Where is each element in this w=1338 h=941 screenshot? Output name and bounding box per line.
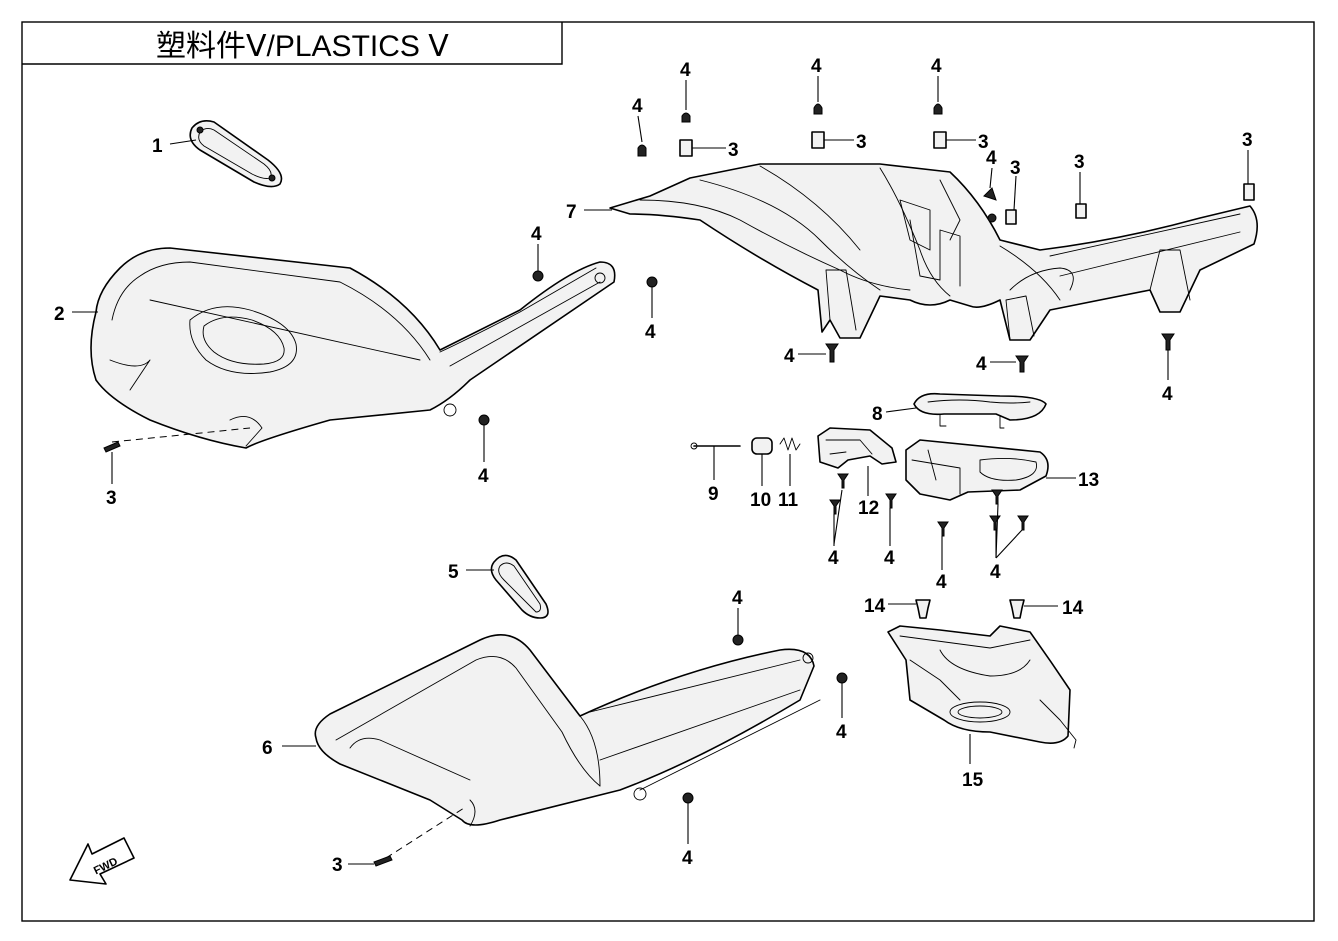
callout-4: 4 — [990, 562, 1001, 583]
callout-5: 5 — [448, 562, 459, 583]
part-5-trim — [490, 554, 549, 619]
part-10-sleeve — [751, 437, 773, 455]
fwd-arrow-icon: FWD — [69, 837, 135, 885]
callout-4: 4 — [936, 572, 947, 593]
callout-4: 4 — [976, 354, 987, 375]
callout-3: 3 — [978, 132, 989, 153]
screw-4-r2 — [1017, 515, 1029, 531]
screw-4-n — [1161, 333, 1175, 351]
callout-4: 4 — [680, 60, 691, 81]
fwd-label: FWD — [92, 856, 120, 878]
screw-3-lower — [373, 855, 393, 867]
callout-4: 4 — [784, 346, 795, 367]
part-15-lower-tray — [887, 625, 1077, 749]
clip-3-a — [679, 139, 693, 157]
callout-13: 13 — [1078, 470, 1099, 491]
callout-4: 4 — [828, 548, 839, 569]
callout-3: 3 — [332, 855, 343, 876]
callout-4: 4 — [1162, 384, 1173, 405]
callout-4: 4 — [632, 96, 643, 117]
callout-4: 4 — [931, 56, 942, 77]
callout-14: 14 — [864, 596, 886, 617]
callout-15: 15 — [962, 770, 984, 791]
screw-4-p — [885, 493, 897, 509]
part-8-bracket — [913, 392, 1047, 429]
title-box — [22, 22, 563, 65]
callout-9: 9 — [708, 484, 719, 505]
nut-4-k — [983, 187, 997, 201]
callout-3: 3 — [1074, 152, 1085, 173]
nut-4-h — [637, 144, 647, 157]
callout-2: 2 — [54, 304, 65, 325]
callout-4: 4 — [682, 848, 693, 869]
part-7-upper-panel — [609, 163, 1258, 341]
part-11-spring — [779, 437, 801, 451]
callout-4: 4 — [732, 588, 743, 609]
nut-4-f — [682, 792, 694, 804]
clip-3-e — [1075, 203, 1087, 219]
callout-3: 3 — [856, 132, 867, 153]
clip-3-c — [933, 131, 947, 149]
screw-4-o2 — [837, 473, 849, 489]
screw-4-q — [937, 521, 949, 537]
callout-11: 11 — [778, 490, 799, 511]
page-title: 塑料件Ⅴ/PLASTICS Ⅴ — [156, 30, 449, 63]
nut-4-b — [646, 276, 658, 288]
clip-3-f — [1243, 183, 1255, 201]
part-1-window-trim — [189, 120, 283, 188]
callout-4: 4 — [531, 224, 542, 245]
nut-4-d — [732, 634, 744, 646]
callout-4: 4 — [836, 722, 847, 743]
screw-4-r3 — [991, 489, 1003, 505]
clip-3-d — [1005, 209, 1017, 225]
nut-4-i — [813, 103, 823, 115]
callout-4: 4 — [884, 548, 895, 569]
screw-14-a — [915, 599, 931, 619]
screw-4-l — [825, 343, 839, 363]
part-13-fuel-cap-housing — [905, 439, 1049, 501]
part-12-lock-body — [817, 427, 897, 469]
drawing-frame — [21, 21, 1315, 922]
callout-6: 6 — [262, 738, 273, 759]
callout-8: 8 — [872, 404, 883, 425]
callout-3: 3 — [1242, 130, 1253, 151]
nut-4-a — [532, 270, 544, 282]
callout-7: 7 — [566, 202, 577, 223]
nut-4-g — [681, 112, 691, 123]
nut-4-j — [933, 103, 943, 115]
screw-4-r1 — [989, 515, 1001, 531]
callout-3: 3 — [106, 488, 117, 509]
callout-1: 1 — [152, 136, 163, 157]
clip-3-b — [811, 131, 825, 149]
nut-4-e — [836, 672, 848, 684]
screw-3-left — [103, 441, 121, 453]
screw-4-m — [1015, 355, 1029, 373]
part-6-lower-side-cover — [314, 634, 821, 827]
callout-10: 10 — [750, 490, 771, 511]
callout-4: 4 — [478, 466, 489, 487]
callout-3: 3 — [1010, 158, 1021, 179]
callout-4: 4 — [645, 322, 656, 343]
callout-4: 4 — [986, 148, 997, 169]
part-2-left-side-cover — [90, 247, 616, 449]
callout-4: 4 — [811, 56, 822, 77]
callout-3: 3 — [728, 140, 739, 161]
part-9-pin — [690, 442, 741, 450]
callout-12: 12 — [858, 498, 879, 519]
screw-14-b — [1009, 599, 1025, 619]
nut-4-c — [478, 414, 490, 426]
callout-14: 14 — [1062, 598, 1084, 619]
